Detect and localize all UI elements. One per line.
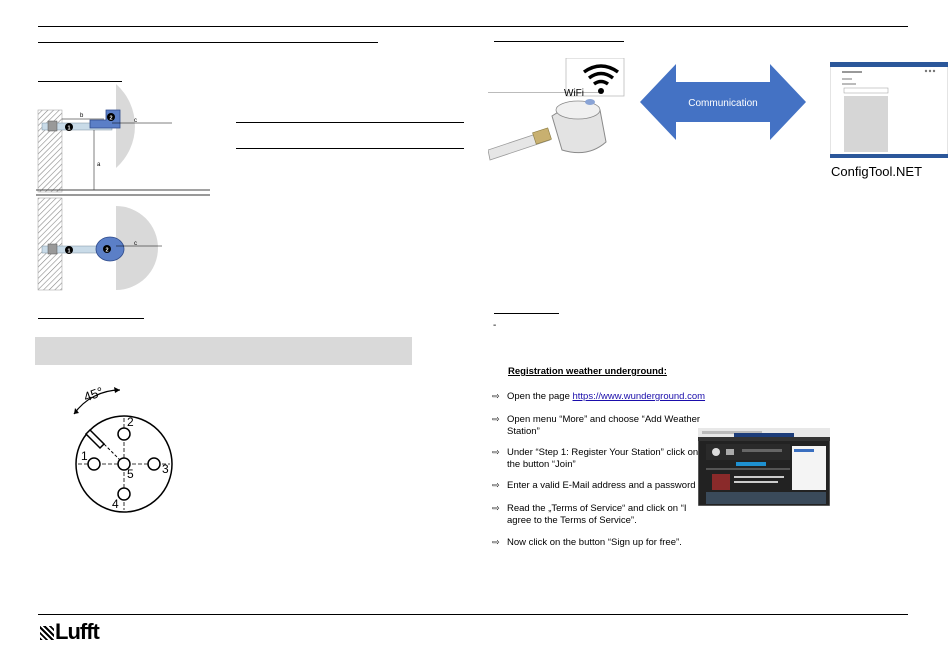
arrow-icon: ⇨: [492, 448, 500, 458]
mounting-diagram: 1 2 b c a 1 2 c: [36, 84, 210, 291]
heading-underline-2: [38, 81, 122, 82]
arrow-icon: ⇨: [492, 415, 500, 425]
wunderground-screenshot: [698, 428, 830, 506]
dim-c: c: [134, 118, 137, 124]
pin-label-5: 5: [127, 467, 134, 481]
logo-mark-icon: [40, 626, 54, 640]
step-6-text: Now click on the button “Sign up for fre…: [507, 537, 682, 548]
pin-label-3: 3: [162, 462, 169, 476]
communication-arrow: Communication: [640, 64, 806, 140]
heading-underline-right-2: [494, 313, 559, 314]
text-rule-2: [236, 148, 464, 149]
list-dash: -: [493, 320, 497, 331]
coverage-area-top: [116, 84, 135, 168]
step-4-text: Enter a valid E-Mail address and a passw…: [507, 480, 696, 491]
dim-b: b: [80, 113, 84, 119]
table-header-bar: [35, 337, 412, 365]
configtool-screenshot: [830, 62, 948, 158]
mount-bracket-bottom: [47, 243, 58, 255]
sensor-wifi-image: WiFi: [488, 58, 625, 161]
text-rule-1: [236, 122, 464, 123]
coverage-area-bottom: [116, 206, 158, 290]
connector-pinout-diagram: 45° 2 1 3 5 4: [73, 384, 173, 513]
communication-label: Communication: [688, 98, 757, 109]
angle-label: 45°: [82, 384, 106, 405]
pin-label-1: 1: [81, 449, 88, 463]
mount-bracket-top: [47, 120, 58, 132]
marker-1-bottom: 1: [67, 249, 70, 255]
pin-label-4: 4: [112, 497, 119, 511]
heading-underline-3: [38, 318, 144, 319]
lufft-logo: Lufft: [40, 619, 100, 645]
heading-underline-right-1: [494, 41, 624, 42]
dim-a: a: [97, 162, 101, 168]
header-rule: [38, 26, 908, 27]
registration-title: Registration weather underground:: [508, 366, 667, 377]
configtool-label: ConfigTool.NET: [831, 164, 923, 179]
footer-rule: [38, 614, 908, 615]
heading-underline-1: [38, 42, 378, 43]
marker-1-top: 1: [67, 126, 70, 132]
wunderground-link[interactable]: https://www.wunderground.com: [572, 391, 706, 402]
dim-c-bottom: c: [134, 241, 137, 247]
step-3-text: Under “Step 1: Register Your Station” cl…: [507, 447, 699, 470]
step-2-text: Open menu “More” and choose “Add Weather…: [507, 414, 701, 437]
arrow-icon: ⇨: [492, 538, 500, 548]
arrow-icon: ⇨: [492, 481, 500, 491]
arrow-icon: ⇨: [492, 392, 500, 402]
wifi-label: WiFi: [564, 88, 584, 99]
step-1-text: Open the page: [507, 391, 573, 402]
arrow-icon: ⇨: [492, 504, 500, 514]
marker-2-bottom: 2: [105, 248, 108, 254]
wifi-icon: [582, 64, 620, 74]
marker-2-top: 2: [109, 116, 112, 122]
pin-label-2: 2: [127, 415, 134, 429]
step-5-text: Read the „Terms of Service“ and click on…: [507, 503, 687, 526]
